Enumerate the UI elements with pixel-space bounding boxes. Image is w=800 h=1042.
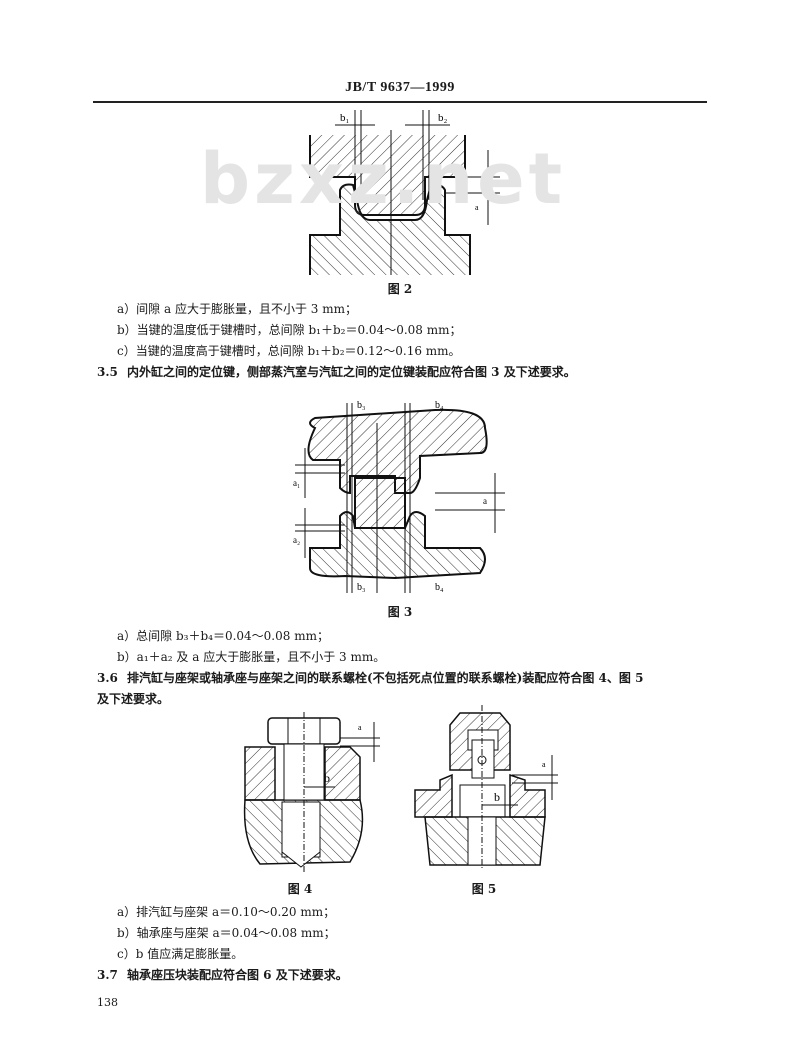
figure-4-caption: 图 4 [287,882,313,896]
section-number: 3.6 [97,671,118,685]
header-rule [93,101,707,103]
section-number: 3.5 [97,365,118,379]
svg-text:a: a [358,723,362,732]
svg-text:a₁: a₁ [293,478,300,488]
figure-2: b₁ b₂ a [309,110,500,275]
section-3-7: 3.7 轴承座压块装配应符合图 6 及下述要求。 [97,966,348,983]
svg-text:b₁: b₁ [340,112,350,124]
figure-5: a b [414,705,558,870]
svg-text:a: a [542,760,546,769]
svg-text:b₄: b₄ [435,582,444,593]
section-text: 轴承座压块装配应符合图 6 及下述要求。 [127,968,348,982]
svg-text:b₃: b₃ [357,582,366,593]
section-3-5: 3.5 内外缸之间的定位键，侧部蒸汽室与汽缸之间的定位键装配应符合图 3 及下述要… [97,363,576,380]
svg-text:b₂: b₂ [438,112,448,124]
svg-text:b₃: b₃ [357,400,366,411]
page-number: 138 [97,996,118,1009]
svg-text:b: b [324,771,330,785]
section-text: 排汽缸与座架或轴承座与座架之间的联系螺栓(不包括死点位置的联系螺栓)装配应符合图… [127,671,644,685]
fig45-item-b: b）轴承座与座架 a＝0.04～0.08 mm； [117,926,336,940]
section-3-6-cont: 及下述要求。 [97,692,170,706]
fig2-item-a: a）间隙 a 应大于膨胀量，且不小于 3 mm； [117,302,357,316]
svg-text:b₄: b₄ [435,400,444,411]
svg-text:a₂: a₂ [293,535,300,545]
section-3-6: 3.6 排汽缸与座架或轴承座与座架之间的联系螺栓(不包括死点位置的联系螺栓)装配应… [97,669,643,686]
figure-3-caption: 图 3 [387,605,413,619]
fig3-item-a: a）总间隙 b₃＋b₄＝0.04～0.08 mm； [117,629,329,643]
figure-4: a b [243,712,380,872]
svg-text:a: a [475,203,479,212]
fig45-item-c: c）b 值应满足膨胀量。 [117,947,244,961]
svg-text:b: b [494,790,500,804]
fig3-item-b: b）a₁＋a₂ 及 a 应大于膨胀量，且不小于 3 mm。 [117,650,386,664]
figure-3: b₃ b₄ b₃ b₄ a₁ a₂ a [293,400,505,593]
svg-text:a: a [483,496,487,506]
standard-code: JB/T 9637—1999 [345,80,455,95]
section-number: 3.7 [97,968,118,982]
fig2-item-c: c）当键的温度高于键槽时，总间隙 b₁＋b₂＝0.12～0.16 mm。 [117,344,461,358]
figure-5-caption: 图 5 [471,882,497,896]
fig2-item-b: b）当键的温度低于键槽时，总间隙 b₁＋b₂＝0.04～0.08 mm； [117,323,462,337]
figure-2-caption: 图 2 [387,282,413,296]
section-text: 内外缸之间的定位键，侧部蒸汽室与汽缸之间的定位键装配应符合图 3 及下述要求。 [127,365,576,379]
fig45-item-a: a）排汽缸与座架 a＝0.10～0.20 mm； [117,905,336,919]
